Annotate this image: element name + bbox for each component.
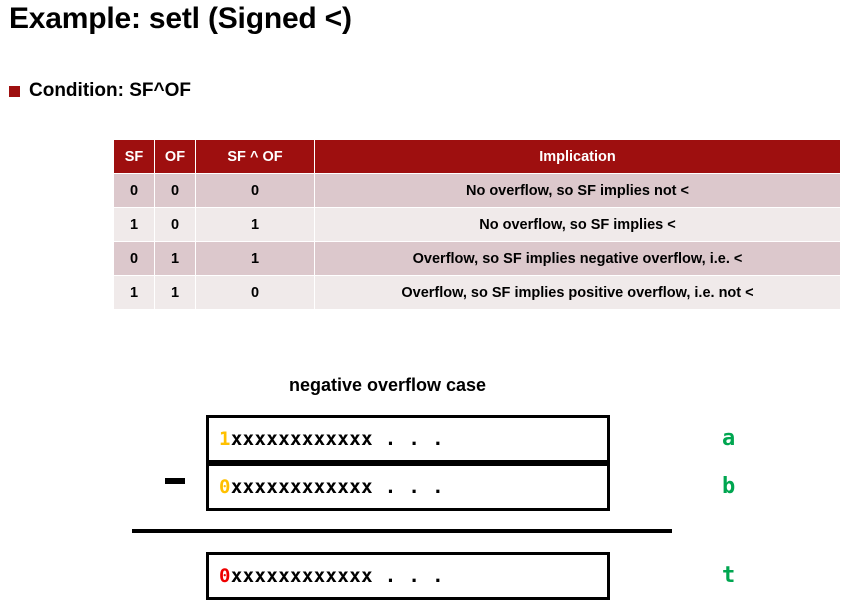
cell-implication: No overflow, so SF implies < [315, 208, 840, 241]
cell-of: 0 [155, 208, 195, 241]
table-row: 0 0 0 No overflow, so SF implies not < [114, 174, 840, 207]
column-header-sfxorof: SF ^ OF [196, 140, 314, 173]
table-row: 1 1 0 Overflow, so SF implies positive o… [114, 276, 840, 309]
square-bullet-icon [9, 85, 20, 97]
operand-a-msb: 1 [219, 428, 231, 450]
operand-label-a: a [722, 426, 736, 451]
column-header-of: OF [155, 140, 195, 173]
truth-table-header: SF OF SF ^ OF Implication [114, 140, 840, 173]
cell-sf: 0 [114, 174, 154, 207]
cell-of: 1 [155, 276, 195, 309]
operand-box-a: 1xxxxxxxxxxxx . . . [206, 415, 610, 463]
table-row: 1 0 1 No overflow, so SF implies < [114, 208, 840, 241]
operand-label-t: t [722, 563, 736, 588]
operand-b-msb: 0 [219, 476, 231, 498]
operand-b-bits: 0xxxxxxxxxxxx . . . [209, 476, 444, 498]
result-t-msb: 0 [219, 565, 231, 587]
condition-bullet-label: Condition: SF^OF [29, 80, 192, 101]
truth-table-body: 0 0 0 No overflow, so SF implies not < 1… [114, 174, 840, 309]
truth-table: SF OF SF ^ OF Implication 0 0 0 No overf… [113, 139, 841, 310]
page-title: Example: setl (Signed <) [9, 2, 352, 35]
diagram-caption: negative overflow case [288, 375, 487, 395]
overflow-diagram: negative overflow case 1xxxxxxxxxxxx . .… [0, 370, 850, 612]
operand-b-remaining-bits: xxxxxxxxxxxx . . . [230, 476, 444, 498]
cell-xor: 0 [196, 174, 314, 207]
result-t-bits: 0xxxxxxxxxxxx . . . [209, 565, 444, 587]
cell-of: 1 [155, 242, 195, 275]
operand-box-b: 0xxxxxxxxxxxx . . . [206, 463, 610, 511]
cell-xor: 1 [196, 242, 314, 275]
cell-implication: Overflow, so SF implies negative overflo… [315, 242, 840, 275]
operand-a-remaining-bits: xxxxxxxxxxxx . . . [230, 428, 444, 450]
cell-sf: 1 [114, 208, 154, 241]
result-t-remaining-bits: xxxxxxxxxxxx . . . [230, 565, 444, 587]
table-header-row: SF OF SF ^ OF Implication [114, 140, 840, 173]
table-row: 0 1 1 Overflow, so SF implies negative o… [114, 242, 840, 275]
cell-xor: 1 [196, 208, 314, 241]
operand-label-b: b [722, 474, 736, 499]
condition-bullet-row: Condition: SF^OF [9, 80, 191, 102]
cell-xor: 0 [196, 276, 314, 309]
subtraction-rule-line [132, 529, 672, 533]
column-header-implication: Implication [315, 140, 840, 173]
column-header-sf: SF [114, 140, 154, 173]
cell-implication: No overflow, so SF implies not < [315, 174, 840, 207]
result-box-t: 0xxxxxxxxxxxx . . . [206, 552, 610, 600]
operand-a-bits: 1xxxxxxxxxxxx . . . [209, 428, 444, 450]
cell-implication: Overflow, so SF implies positive overflo… [315, 276, 840, 309]
cell-sf: 0 [114, 242, 154, 275]
minus-operator-icon [165, 478, 185, 484]
cell-of: 0 [155, 174, 195, 207]
cell-sf: 1 [114, 276, 154, 309]
